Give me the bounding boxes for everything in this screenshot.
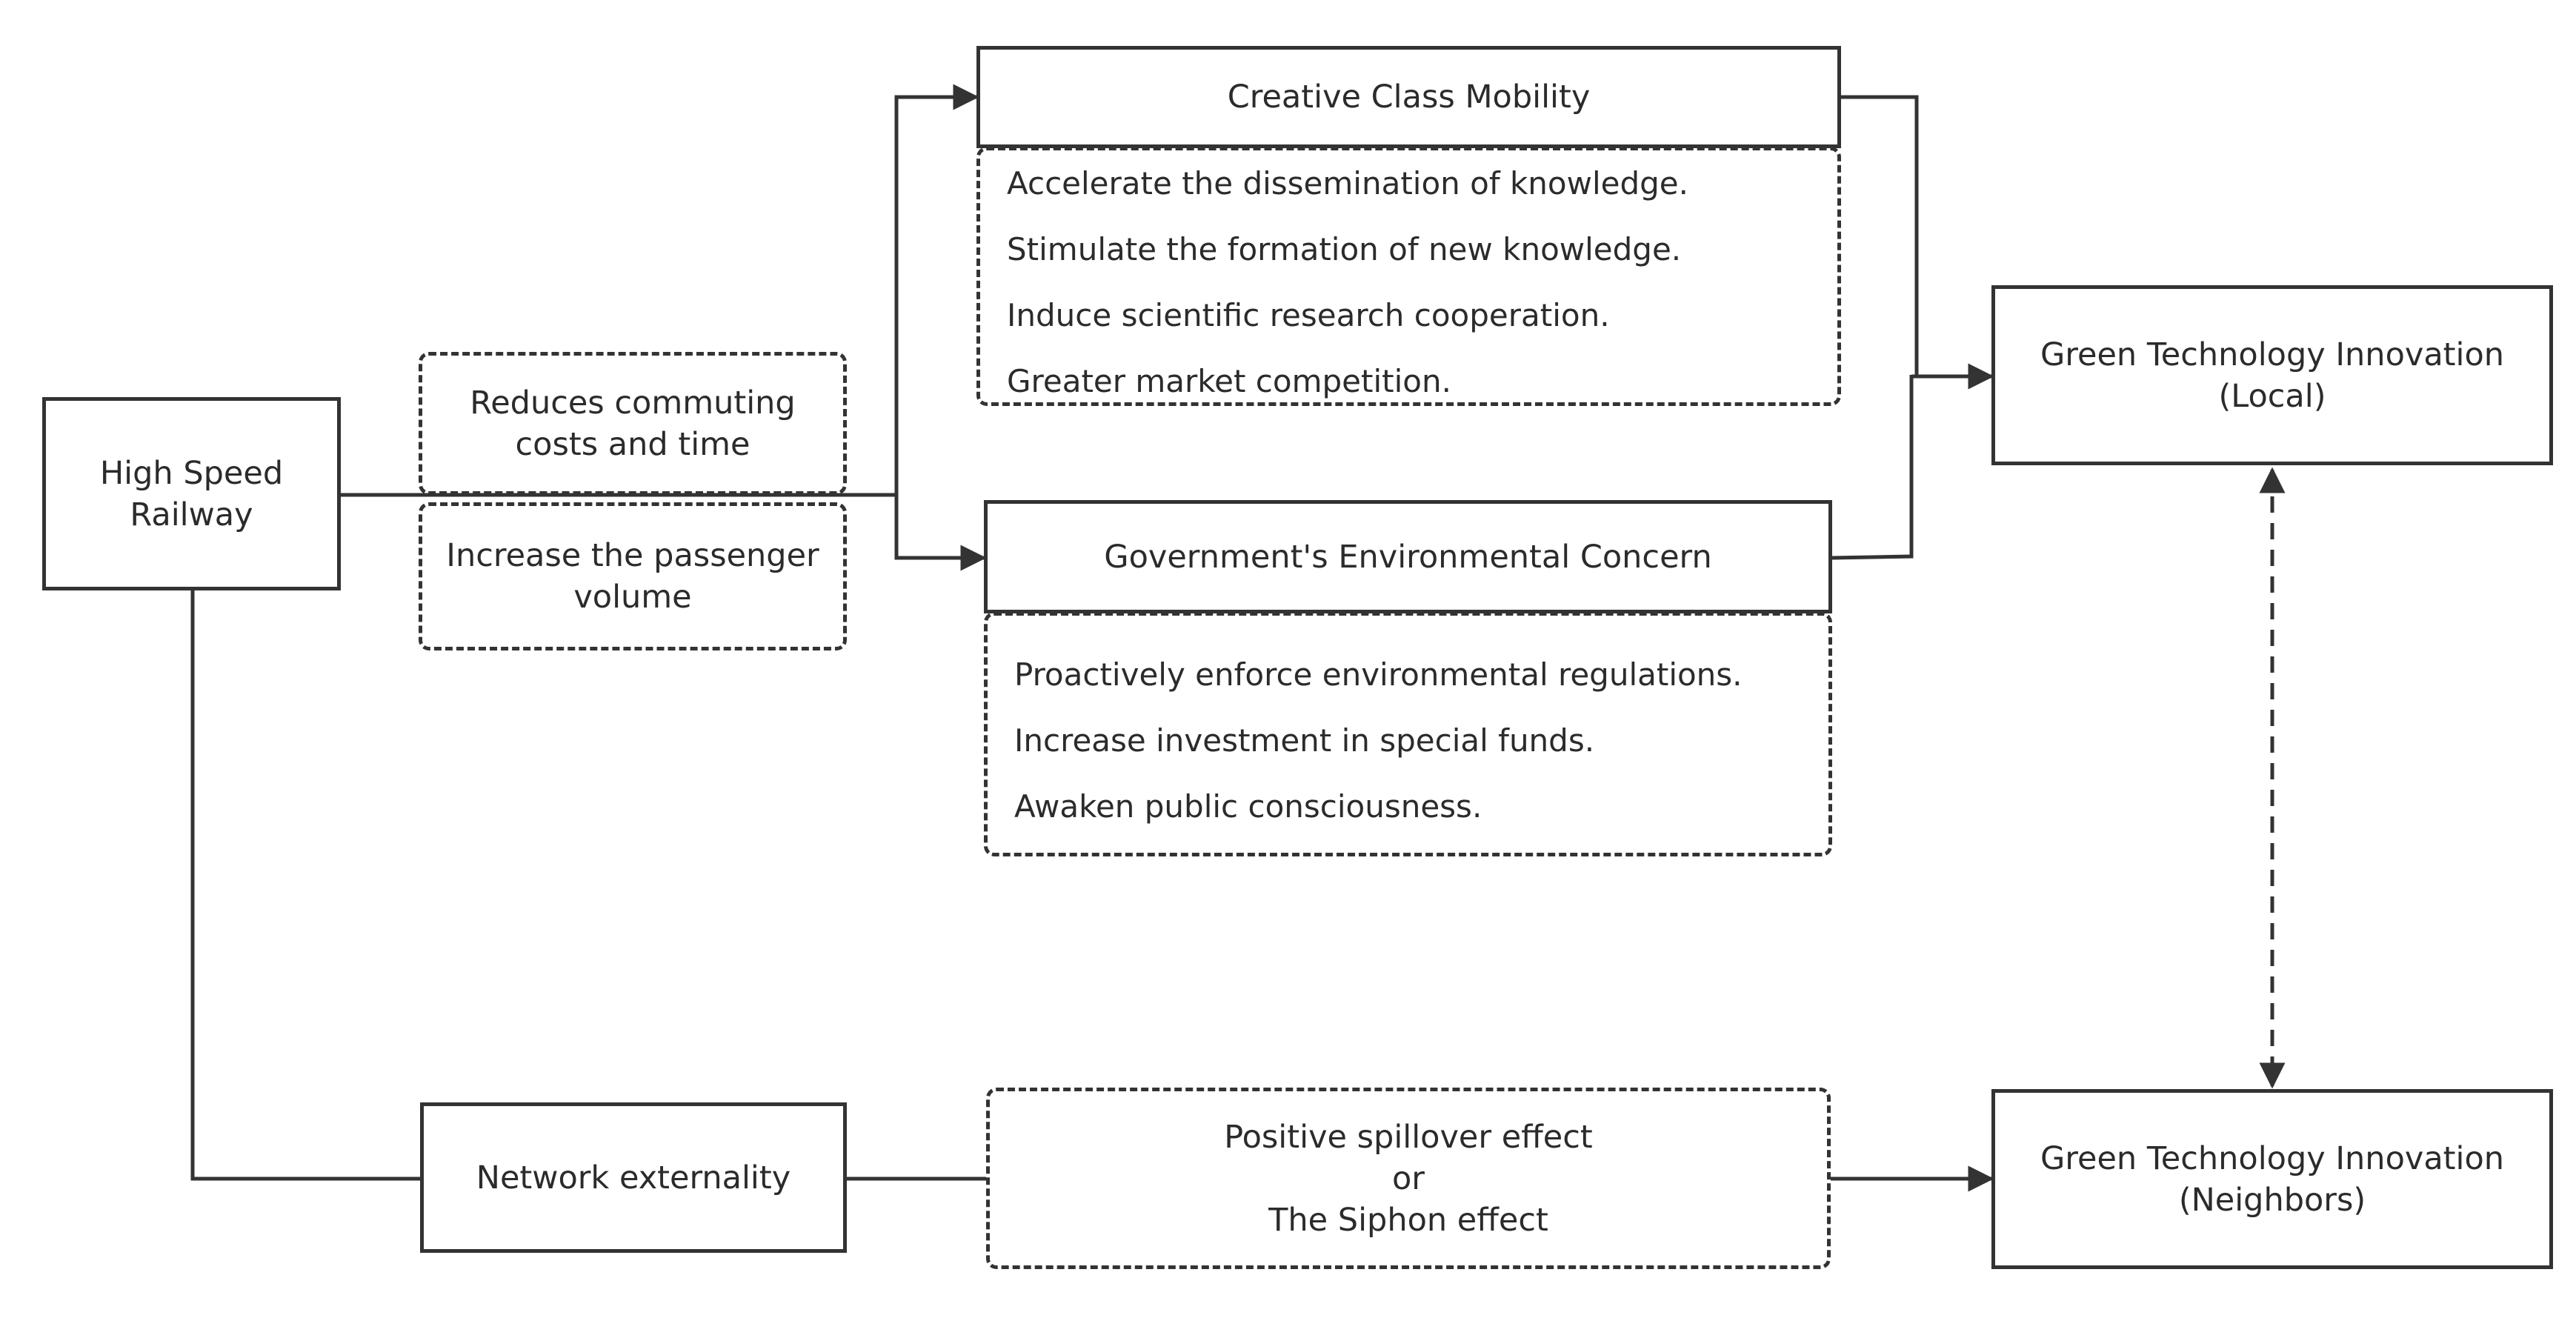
government-concern-box: Government's Environmental Concern (984, 500, 1832, 613)
government-effect-2: Increase investment in special funds. (1014, 722, 1595, 759)
increase-passenger-box: Increase the passenger volume (419, 502, 847, 650)
gti-neighbors-box: Green Technology Innovation (Neighbors) (1991, 1089, 2553, 1269)
creative-effect-1: Accelerate the dissemination of knowledg… (1007, 165, 1688, 202)
high-speed-railway-line1: High Speed (99, 454, 284, 492)
to-creative-class-arrow (894, 84, 979, 495)
network-externality-box: Network externality (420, 1102, 847, 1253)
to-government-arrow (894, 495, 987, 571)
gti-local-box: Green Technology Innovation (Local) (1991, 285, 2553, 465)
creative-effect-2: Stimulate the formation of new knowledge… (1007, 231, 1682, 267)
government-effect-1: Proactively enforce environmental regula… (1014, 656, 1743, 693)
spillover-effect-box: Positive spillover effect or The Siphon … (986, 1088, 1831, 1269)
increase-passenger-line2: volume (573, 579, 692, 616)
gti-neighbors-line1: Green Technology Innovation (2040, 1139, 2505, 1177)
government-effects-box: Proactively enforce environmental regula… (984, 612, 1832, 856)
creative-effect-3: Induce scientific research cooperation. (1007, 297, 1610, 333)
government-to-local-line (1831, 375, 1914, 560)
reduces-commuting-box: Reduces commuting costs and time (419, 352, 847, 495)
gti-neighbors-line2: (Neighbors) (2178, 1181, 2366, 1219)
increase-passenger-line1: Increase the passenger (446, 537, 819, 574)
spillover-line1: Positive spillover effect (1224, 1118, 1593, 1156)
reduces-commuting-line2: costs and time (515, 425, 750, 463)
gti-local-line1: Green Technology Innovation (2040, 336, 2505, 373)
government-effect-3: Awaken public consciousness. (1014, 788, 1482, 825)
creative-class-to-local-line (1841, 95, 1919, 376)
high-speed-railway-line2: Railway (130, 496, 253, 533)
reduces-commuting-line1: Reduces commuting (470, 384, 796, 422)
network-externality-label: Network externality (476, 1159, 791, 1196)
creative-class-effects-box: Accelerate the dissemination of knowledg… (976, 147, 1841, 406)
government-concern-label: Government's Environmental Concern (1104, 538, 1712, 576)
creative-class-mobility-label: Creative Class Mobility (1227, 79, 1591, 116)
creative-effect-4: Greater market competition. (1007, 363, 1451, 399)
spillover-line2: or (1392, 1159, 1425, 1197)
gti-local-line2: (Local) (2218, 377, 2326, 415)
spillover-line3: The Siphon effect (1268, 1201, 1548, 1239)
creative-class-mobility-box: Creative Class Mobility (976, 46, 1841, 148)
hsr-to-network-line (190, 590, 420, 1181)
high-speed-railway-box: High Speed Railway (42, 397, 341, 590)
